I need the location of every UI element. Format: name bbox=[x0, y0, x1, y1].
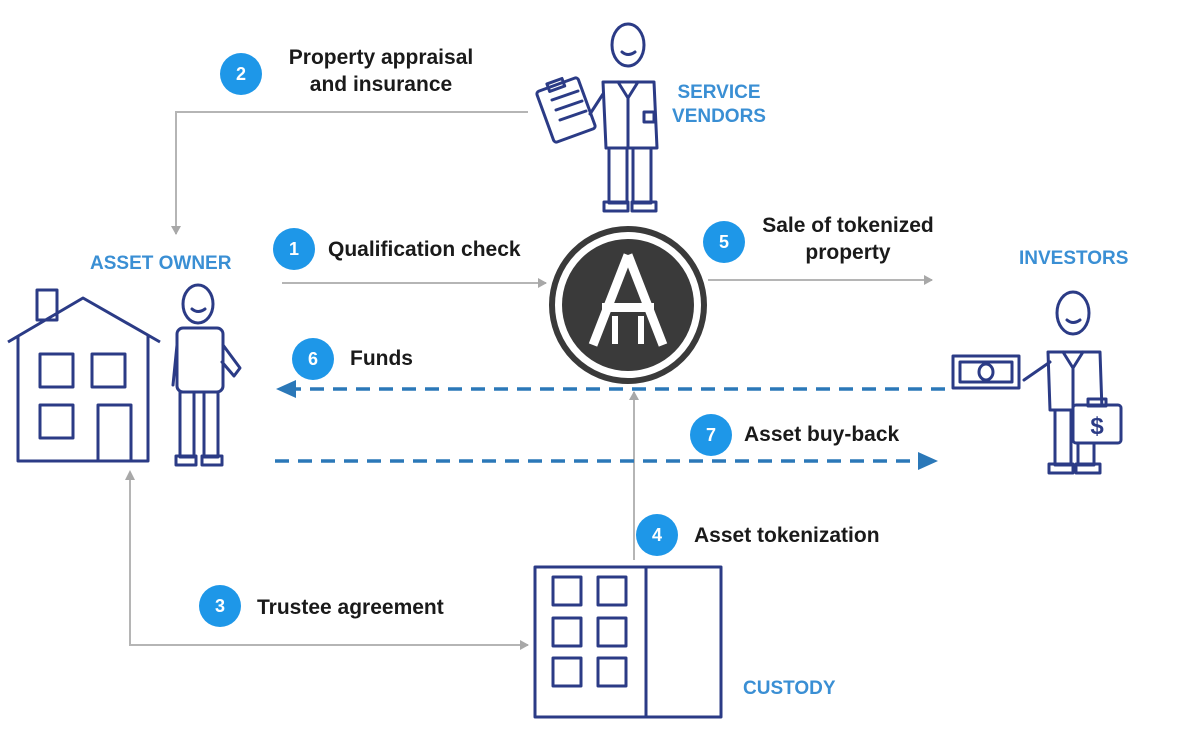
step-label-qualification: Qualification check bbox=[328, 238, 521, 261]
step-label-buyback: Asset buy-back bbox=[744, 423, 900, 446]
step-label-trustee: Trustee agreement bbox=[257, 596, 444, 619]
step-label-appraisal-line1: Property appraisal bbox=[288, 46, 474, 69]
step-label-sale: Sale of tokenized property bbox=[742, 212, 954, 266]
flow-arrowhead-trustee-up bbox=[125, 470, 135, 480]
platform-logo bbox=[549, 226, 707, 384]
briefcase-icon: $ bbox=[1071, 397, 1123, 445]
step-label-appraisal-line2: and insurance bbox=[309, 73, 453, 96]
flow-arrowhead-buyback bbox=[918, 452, 938, 470]
step-label-tokenization: Asset tokenization bbox=[694, 524, 880, 547]
step-label-sale-line1: Sale of tokenized bbox=[762, 214, 934, 237]
step-badge-7: 7 bbox=[690, 414, 732, 456]
asset-owner-person-icon bbox=[171, 283, 242, 467]
flow-line-appraisal bbox=[171, 111, 528, 235]
step-badge-4: 4 bbox=[636, 514, 678, 556]
step-label-appraisal: Property appraisal and insurance bbox=[270, 44, 492, 98]
step-label-funds: Funds bbox=[350, 347, 413, 370]
briefcase-dollar-sign: $ bbox=[1090, 413, 1104, 440]
investor-person-icon: $ bbox=[951, 290, 1123, 475]
actor-service-vendors-line1: SERVICE bbox=[677, 82, 761, 103]
step-badge-5: 5 bbox=[703, 221, 745, 263]
actor-service-vendors: SERVICE VENDORS bbox=[664, 81, 774, 129]
actor-custody: CUSTODY bbox=[743, 678, 836, 699]
clipboard-icon bbox=[535, 76, 597, 144]
banknote-icon bbox=[951, 354, 1021, 390]
step-badge-2: 2 bbox=[220, 53, 262, 95]
flow-arrowhead-funds bbox=[276, 380, 296, 398]
custody-building-icon bbox=[533, 565, 723, 719]
step-badge-6: 6 bbox=[292, 338, 334, 380]
actor-investors: INVESTORS bbox=[1019, 248, 1129, 269]
step-badge-3: 3 bbox=[199, 585, 241, 627]
service-vendor-person-icon bbox=[535, 22, 659, 213]
step-label-sale-line2: property bbox=[805, 241, 891, 264]
flow-line-trustee bbox=[129, 474, 529, 650]
house-icon bbox=[7, 288, 161, 463]
actor-service-vendors-line2: VENDORS bbox=[672, 106, 766, 127]
actor-asset-owner: ASSET OWNER bbox=[90, 253, 232, 274]
step-badge-1: 1 bbox=[273, 228, 315, 270]
